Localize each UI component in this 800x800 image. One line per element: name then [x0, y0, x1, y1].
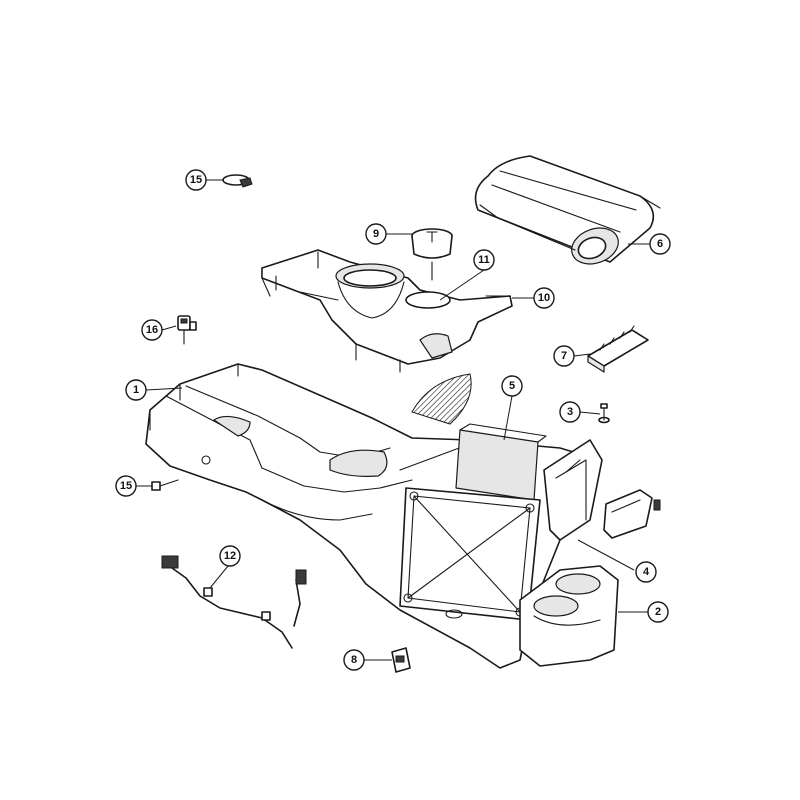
part-5-storage-bin [455, 423, 547, 501]
part-7-switch-bank [587, 325, 649, 373]
callout-15[interactable]: 15 [115, 475, 137, 497]
part-15-bolt [151, 479, 179, 491]
callout-6[interactable]: 6 [649, 233, 671, 255]
callouts: 15 6 9 11 10 16 7 1 [115, 169, 671, 671]
callout-7[interactable]: 7 [553, 345, 575, 367]
callout-16-label: 16 [146, 324, 158, 336]
part-10-11-upper-bezel [261, 249, 513, 373]
callout-7-label: 7 [561, 350, 567, 362]
part-6-armrest-lid [474, 155, 661, 265]
callout-8[interactable]: 8 [343, 649, 365, 671]
callout-12-label: 12 [224, 550, 236, 562]
callout-6-label: 6 [657, 238, 663, 250]
callout-13-label: 15 [190, 174, 202, 186]
callout-3[interactable]: 3 [559, 401, 581, 423]
callout-13[interactable]: 15 [185, 169, 207, 191]
part-8-clip [391, 647, 411, 673]
callout-10-label: 10 [538, 292, 550, 304]
callout-12[interactable]: 12 [219, 545, 241, 567]
callout-5[interactable]: 5 [501, 375, 523, 397]
callout-3-label: 3 [567, 406, 573, 418]
carpet-section [411, 373, 472, 425]
callout-9-label: 9 [373, 228, 379, 240]
callout-4-label: 4 [643, 566, 650, 578]
callout-1-label: 1 [133, 384, 139, 396]
part-2-rear-cupholder [519, 565, 619, 667]
callout-8-label: 8 [351, 654, 357, 666]
part-9-cup-insert [411, 228, 453, 281]
part-4-rear-bracket [543, 439, 603, 541]
callout-4[interactable]: 4 [635, 561, 657, 583]
callout-2-label: 2 [655, 606, 661, 618]
callout-16[interactable]: 16 [141, 319, 163, 341]
part-12-wire-harness [161, 555, 307, 649]
callout-2[interactable]: 2 [647, 601, 669, 623]
callout-11-label: 11 [478, 254, 490, 266]
callout-15-label: 15 [120, 480, 132, 492]
callout-1[interactable]: 1 [125, 379, 147, 401]
leader-lines [136, 179, 650, 661]
callout-9[interactable]: 9 [365, 223, 387, 245]
part-3-screw [598, 403, 610, 424]
part-16-lock-cylinder [177, 315, 197, 345]
console-side-panel [399, 487, 541, 621]
callout-11[interactable]: 11 [473, 249, 495, 271]
callout-10[interactable]: 10 [533, 287, 555, 309]
callout-5-label: 5 [509, 380, 515, 392]
part-13-grommet [222, 174, 253, 188]
control-module [603, 489, 661, 539]
